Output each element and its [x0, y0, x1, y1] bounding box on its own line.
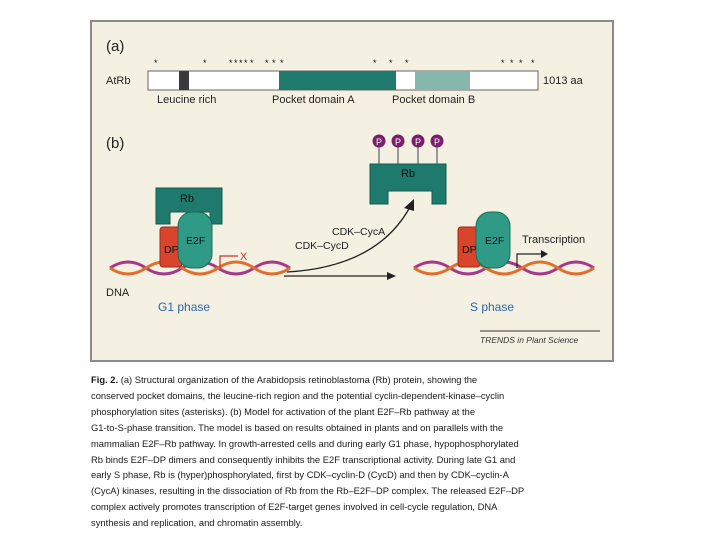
phosphate-group-icon: P [391, 134, 405, 148]
dp-label-s: DP [462, 244, 477, 256]
caption-label: Fig. 2. [91, 374, 119, 385]
asterisk-icon: * [239, 58, 243, 68]
cdk-cycd-label: CDK–CycD [295, 240, 349, 252]
asterisk-icon: * [154, 58, 158, 68]
caption-line: conserved pocket domains, the leucine-ri… [91, 389, 505, 401]
asterisk-icon: * [265, 58, 269, 68]
caption-text: (a) Structural organization of the Arabi… [118, 374, 478, 385]
asterisk-icon: * [501, 58, 505, 68]
protein-name: AtRb [106, 75, 130, 87]
asterisk-icon: * [280, 58, 284, 68]
source-label: TRENDS in Plant Science [480, 335, 579, 345]
e2f-label-g1: E2F [186, 235, 205, 247]
asterisk-icon: * [244, 58, 248, 68]
asterisk-icon: * [531, 58, 535, 68]
rb-bound-shape [155, 187, 223, 225]
caption-line: Rb binds E2F–DP dimers and consequently … [91, 453, 516, 465]
asterisk-icon: * [234, 58, 238, 68]
asterisk-icon: * [373, 58, 377, 68]
asterisk-icon: * [389, 58, 393, 68]
leucine-rich-label: Leucine rich [157, 94, 216, 106]
caption-line: mammalian E2F–Rb pathway. In growth-arre… [91, 437, 519, 449]
phosphate-group-icon: P [411, 134, 425, 148]
panel-b-label: (b) [106, 135, 124, 152]
phosphate-group-icon: P [372, 134, 386, 148]
pocket-domain-a [279, 71, 396, 90]
caption-line: G1-to-S-phase transition. The model is b… [91, 421, 504, 433]
rb-free-shape [369, 163, 447, 205]
e2f-dp-complex: DP E2F [457, 211, 511, 269]
dissociation-arrow [286, 206, 411, 273]
asterisk-icon: * [510, 58, 514, 68]
asterisk-icon: * [272, 58, 276, 68]
asterisk-icon: * [405, 58, 409, 68]
figure-panel: (a) * * * * * * * * * * * * * * * * * At… [90, 20, 614, 362]
e2f-label-s: E2F [485, 235, 504, 247]
caption-line: early S phase, Rb is (hyper)phosphorylat… [91, 469, 509, 481]
transcription-label: Transcription [522, 234, 585, 246]
e2f-protein-s [475, 211, 511, 269]
phosphate-label: P [415, 137, 421, 147]
pocket-domain-b [415, 71, 470, 90]
transcription-arrow [516, 253, 544, 268]
figure-caption: Fig. 2. (a) Structural organization of t… [91, 372, 631, 531]
phosphate-label: P [434, 137, 440, 147]
leucine-rich-region [179, 71, 189, 90]
phospho-site-asterisks: * * * * * * * * * * * * * * * * * [154, 58, 535, 68]
asterisk-icon: * [519, 58, 523, 68]
phosphate-label: P [395, 137, 401, 147]
phosphate-label: P [376, 137, 382, 147]
g1-phase-label: G1 phase [158, 300, 210, 314]
rb-e2f-dp-complex: Rb DP E2F [155, 187, 223, 269]
s-phase-label: S phase [470, 300, 514, 314]
pocket-a-label: Pocket domain A [272, 94, 355, 106]
block-mark: X [240, 251, 248, 263]
caption-line: Fig. 2. (a) Structural organization of t… [91, 372, 631, 388]
transcription-arrowhead [541, 250, 548, 258]
cdk-cyca-label: CDK–CycA [332, 226, 385, 238]
asterisk-icon: * [203, 58, 207, 68]
phosphorylated-rb: P P P P Rb [369, 134, 447, 205]
rb-bound-label: Rb [180, 193, 194, 205]
figure-diagram: (a) * * * * * * * * * * * * * * * * * At… [106, 38, 600, 345]
asterisk-icon: * [229, 58, 233, 68]
panel-a-label: (a) [106, 38, 124, 55]
caption-line: (CycA) kinases, resulting in the dissoci… [91, 485, 525, 497]
asterisk-icon: * [250, 58, 254, 68]
blocked-transcription-arrow [219, 255, 238, 268]
dna-label: DNA [106, 287, 130, 299]
protein-length: 1013 aa [543, 75, 584, 87]
dp-label-g1: DP [164, 244, 179, 256]
transition-arrowhead [387, 272, 396, 280]
e2f-protein-g1 [177, 211, 213, 269]
phosphate-group-icon: P [430, 134, 444, 148]
caption-line: complex actively promotes transcription … [91, 501, 498, 513]
pocket-b-label: Pocket domain B [392, 94, 475, 106]
caption-line: phosphorylation sites (asterisks). (b) M… [91, 405, 476, 417]
rb-free-label: Rb [401, 168, 415, 180]
dissociation-arrowhead [404, 199, 414, 211]
caption-line: synthesis and replication, and chromatin… [91, 517, 303, 529]
